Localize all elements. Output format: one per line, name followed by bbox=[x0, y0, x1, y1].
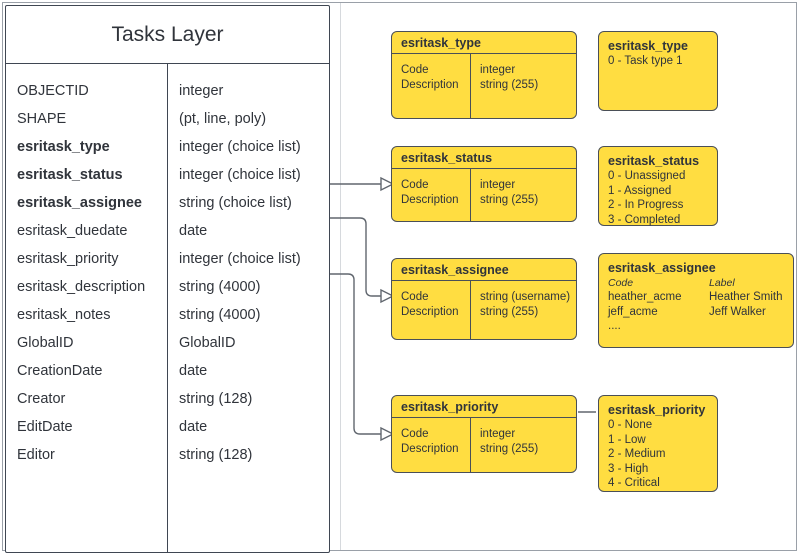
value-list-esritask-priority[interactable]: esritask_priority 0 - None 1 - Low 2 - M… bbox=[598, 395, 718, 492]
value-list-assignee-header-code: Code bbox=[608, 277, 634, 289]
value-list-esritask-status[interactable]: esritask_status 0 - Unassigned 1 - Assig… bbox=[598, 146, 718, 226]
value-list-status-row-1: 1 - Assigned bbox=[608, 184, 672, 197]
value-list-priority-row-4: 4 - Critical bbox=[608, 477, 660, 489]
schema-box-assignee-body: Code Description string (username) strin… bbox=[392, 281, 576, 339]
value-list-esritask-assignee[interactable]: esritask_assignee Code Label heather_acm… bbox=[598, 253, 794, 348]
assignee-code-0: heather_acme bbox=[608, 291, 682, 303]
field-name-esritask-priority: esritask_priority bbox=[17, 251, 119, 267]
schema-box-type-left-col: Code Description bbox=[392, 54, 471, 118]
schema-row-code: Code bbox=[401, 428, 429, 440]
field-type-esritask-type: integer (choice list) bbox=[179, 139, 301, 155]
field-type-objectid: integer bbox=[179, 83, 224, 99]
schema-row-code-type: integer bbox=[480, 64, 516, 76]
value-list-type-row-0: 0 - Task type 1 bbox=[608, 55, 683, 67]
value-list-assignee-header-label: Label bbox=[709, 277, 735, 289]
value-list-assignee-row-1: jeff_acme Jeff Walker bbox=[608, 305, 784, 320]
field-name-shape: SHAPE bbox=[17, 111, 67, 127]
schema-row-code: Code bbox=[401, 64, 429, 76]
schema-box-esritask-priority[interactable]: esritask_priority Code Description integ… bbox=[391, 395, 577, 473]
field-type-esritask-notes: string (4000) bbox=[179, 307, 261, 323]
field-type-shape: (pt, line, poly) bbox=[179, 111, 267, 127]
value-list-status-row-0: 0 - Unassigned bbox=[608, 170, 686, 182]
schema-row-description: Description bbox=[401, 306, 459, 318]
schema-box-priority-body: Code Description integer string (255) bbox=[392, 418, 576, 472]
schema-box-status-header: esritask_status bbox=[392, 147, 576, 169]
field-type-esritask-description: string (4000) bbox=[179, 279, 261, 295]
schema-row-description-type: string (255) bbox=[480, 79, 539, 91]
field-type-esritask-assignee: string (choice list) bbox=[179, 195, 292, 211]
field-type-esritask-priority: integer (choice list) bbox=[179, 251, 301, 267]
value-list-assignee-row-0: heather_acme Heather Smith bbox=[608, 290, 784, 305]
field-name-esritask-type: esritask_type bbox=[17, 139, 110, 155]
entity-field-table: OBJECTID SHAPE esritask_type esritask_st… bbox=[6, 64, 329, 552]
schema-box-status-right-col: integer string (255) bbox=[471, 169, 538, 221]
field-type-globalid: GlobalID bbox=[179, 335, 236, 351]
schema-row-code-type: integer bbox=[480, 179, 516, 191]
field-name-editor: Editor bbox=[17, 447, 55, 463]
value-list-assignee-header-row: Code Label bbox=[608, 276, 784, 290]
field-type-esritask-status: integer (choice list) bbox=[179, 167, 301, 183]
field-name-esritask-duedate: esritask_duedate bbox=[17, 223, 128, 239]
schema-box-esritask-type[interactable]: esritask_type Code Description integer s… bbox=[391, 31, 577, 119]
assignee-label-1: Jeff Walker bbox=[709, 305, 766, 318]
entity-field-type-column: integer (pt, line, poly) integer (choice… bbox=[168, 64, 329, 552]
schema-row-code-type: string (username) bbox=[480, 291, 571, 303]
field-type-esritask-duedate: date bbox=[179, 223, 208, 239]
schema-box-esritask-status[interactable]: esritask_status Code Description integer… bbox=[391, 146, 577, 222]
value-list-priority-row-1: 1 - Low bbox=[608, 433, 646, 446]
schema-row-description-type: string (255) bbox=[480, 443, 539, 455]
schema-row-description: Description bbox=[401, 443, 459, 455]
schema-box-assignee-header: esritask_assignee bbox=[392, 259, 576, 281]
value-list-status-row-3: 3 - Completed bbox=[608, 213, 681, 226]
schema-row-description: Description bbox=[401, 79, 459, 91]
value-list-assignee-ellipsis: .... bbox=[608, 320, 621, 332]
panel-divider bbox=[340, 3, 341, 550]
field-name-esritask-status: esritask_status bbox=[17, 167, 123, 183]
value-list-status-title: esritask_status bbox=[608, 154, 700, 168]
tasks-layer-entity: Tasks Layer OBJECTID SHAPE esritask_type… bbox=[5, 5, 330, 553]
value-list-priority-row-2: 2 - Medium bbox=[608, 448, 666, 460]
schema-row-code: Code bbox=[401, 291, 429, 303]
field-name-esritask-assignee: esritask_assignee bbox=[17, 195, 142, 211]
field-name-creator: Creator bbox=[17, 391, 66, 407]
schema-box-type-right-col: integer string (255) bbox=[471, 54, 538, 118]
schema-box-priority-header: esritask_priority bbox=[392, 396, 576, 418]
value-list-priority-row-0: 0 - None bbox=[608, 419, 653, 431]
schema-box-assignee-right-col: string (username) string (255) bbox=[471, 281, 570, 339]
field-name-globalid: GlobalID bbox=[17, 335, 74, 351]
field-type-editor: string (128) bbox=[179, 447, 253, 463]
field-name-editdate: EditDate bbox=[17, 419, 73, 435]
schema-row-description: Description bbox=[401, 194, 459, 206]
value-list-priority-row-3: 3 - High bbox=[608, 462, 649, 475]
value-list-type-title: esritask_type bbox=[608, 39, 688, 53]
field-name-esritask-description: esritask_description bbox=[17, 279, 146, 295]
schema-box-assignee-left-col: Code Description bbox=[392, 281, 471, 339]
value-list-esritask-type[interactable]: esritask_type 0 - Task type 1 bbox=[598, 31, 718, 111]
schema-row-code-type: integer bbox=[480, 428, 516, 440]
page-title: Tasks Layer bbox=[6, 6, 329, 64]
assignee-label-0: Heather Smith bbox=[709, 291, 783, 303]
schema-box-type-header: esritask_type bbox=[392, 32, 576, 54]
schema-row-description-type: string (255) bbox=[480, 306, 539, 318]
schema-box-priority-left-col: Code Description bbox=[392, 418, 471, 472]
value-list-status-row-2: 2 - In Progress bbox=[608, 199, 684, 211]
schema-box-type-body: Code Description integer string (255) bbox=[392, 54, 576, 118]
entity-field-name-column: OBJECTID SHAPE esritask_type esritask_st… bbox=[6, 64, 168, 552]
value-list-assignee-title: esritask_assignee bbox=[608, 261, 716, 275]
value-list-priority-title: esritask_priority bbox=[608, 403, 706, 417]
field-name-objectid: OBJECTID bbox=[17, 83, 89, 99]
field-type-creator: string (128) bbox=[179, 391, 253, 407]
field-name-creationdate: CreationDate bbox=[17, 363, 103, 379]
field-type-editdate: date bbox=[179, 419, 208, 435]
schema-box-status-left-col: Code Description bbox=[392, 169, 471, 221]
field-type-creationdate: date bbox=[179, 363, 208, 379]
schema-row-description-type: string (255) bbox=[480, 194, 539, 206]
schema-box-priority-right-col: integer string (255) bbox=[471, 418, 538, 472]
schema-box-status-body: Code Description integer string (255) bbox=[392, 169, 576, 221]
field-name-esritask-notes: esritask_notes bbox=[17, 307, 111, 323]
schema-box-esritask-assignee[interactable]: esritask_assignee Code Description strin… bbox=[391, 258, 577, 340]
assignee-code-1: jeff_acme bbox=[608, 305, 658, 318]
schema-row-code: Code bbox=[401, 179, 429, 191]
